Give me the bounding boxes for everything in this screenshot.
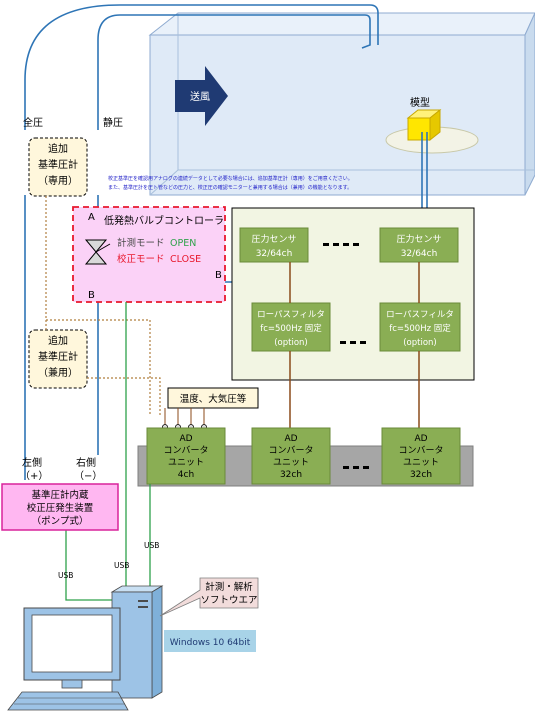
ad-line2: コンバータ [268,445,313,456]
ad-line3: ユニット [168,458,204,468]
pc-keyboard [7,691,129,711]
ad-converter-unit: AD コンバータ ユニット 4ch [146,427,226,485]
ad-line1: AD [284,434,297,444]
usb-label-valve: USB [114,561,129,570]
filter-spec: fc=500Hz 固定 [260,323,322,334]
pressure-sensor: 圧力センサ 32/64ch [239,227,309,263]
env-sensor-box: 温度、大気圧等 [167,387,259,409]
right-side-label: 右側 [76,456,96,469]
note-line-2: また、基準圧計を圧ト管などの圧力と、校正圧の確認モニターと兼用する場合は（兼用）… [108,184,352,191]
calib-mode-state: CLOSE [170,254,201,265]
ref-gauge-shared-line3: （兼用） [38,366,78,379]
usb-label-ad: USB [144,541,159,550]
valve-controller: 低発熱バルブコントローラ 計測モード OPEN 校正モード CLOSE [72,206,226,303]
left-sign-label: （+） [20,470,48,482]
pressure-sensor-channels: 32/64ch [401,249,438,259]
total-pressure-label: 全圧 [23,116,43,129]
ad-channels: 32ch [280,470,302,480]
point-b-left-label: B [88,290,95,301]
left-side-label: 左側 [22,456,42,469]
ad-ellipsis [343,466,369,469]
model-label: 模型 [410,96,430,109]
measure-mode-label: 計測モード [117,237,165,249]
signal-links [289,262,420,428]
pressure-sensor-name: 圧力センサ [396,233,441,245]
usb-label-calibrator: USB [58,571,73,580]
point-a-label: A [88,212,95,223]
ref-gauge-dedicated-line2: 基準圧計 [38,158,78,171]
os-label: Windows 10 64bit [170,638,251,648]
ad-line2: コンバータ [163,445,208,456]
right-sign-label: （−） [74,470,102,482]
airflow-label: 送風 [190,90,210,103]
ad-line2: コンバータ [398,445,443,456]
note-line-1: 校正基準圧を確認用アナログの連続データとして必要な場合には、追加基準圧計（専用）… [108,175,353,182]
ref-gauge-shared-line2: 基準圧計 [38,350,78,363]
measure-mode-state: OPEN [170,238,196,249]
ref-gauge-shared: 追加 基準圧計 （兼用） [28,329,88,389]
airflow-arrow [175,66,228,126]
computer [7,585,164,711]
env-links [164,408,205,428]
pressure-sensor-channels: 32/64ch [256,249,293,259]
sensor-ellipsis [323,243,359,246]
filter-option: (option) [274,338,308,348]
point-b-right-label: B [215,270,222,281]
env-sensor-label: 温度、大気圧等 [180,393,247,405]
ad-converter-unit: AD コンバータ ユニット 32ch [251,427,331,485]
calib-mode-label: 校正モード [117,253,165,265]
os-badge: Windows 10 64bit [164,630,256,652]
model-cube [406,108,442,142]
lowpass-filter: ローパスフィルタ fc=500Hz 固定 (option) [251,302,331,352]
lowpass-filter: ローパスフィルタ fc=500Hz 固定 (option) [379,302,461,352]
ad-line1: AD [414,434,427,444]
pressure-calibrator: 基準圧計内蔵 校正圧発生装置 （ポンプ式） [1,483,119,531]
usb-lines [65,302,151,601]
valve-controller-title: 低発熱バルブコントローラ [104,214,224,227]
filter-option: (option) [403,338,437,348]
pc-monitor [23,607,121,689]
static-pressure-label: 静圧 [103,116,123,129]
ref-gauge-dedicated-line1: 追加 [48,142,68,155]
ref-gauge-dedicated: 追加 基準圧計 （専用） [28,137,88,197]
filter-ellipsis [340,341,366,344]
software-line1: 計測・解析 [205,581,253,593]
ad-converter-unit: AD コンバータ ユニット 32ch [381,427,461,485]
filter-name: ローパスフィルタ [257,310,325,320]
software-callout: 計測・解析 ソフトウエア [159,577,259,617]
ref-gauge-shared-line1: 追加 [48,334,68,347]
ad-channels: 32ch [410,470,432,480]
filter-spec: fc=500Hz 固定 [389,323,451,334]
ad-line3: ユニット [403,458,439,468]
calibrator-line2: 校正圧発生装置 [27,502,94,514]
ad-channels: 4ch [178,470,194,480]
calibrator-line3: （ポンプ式） [32,515,89,527]
wind-tunnel [148,12,535,196]
valve-icon [84,239,111,265]
pressure-sensor-name: 圧力センサ [251,233,296,245]
calibrator-line1: 基準圧計内蔵 [31,489,89,501]
pressure-sensor: 圧力センサ 32/64ch [379,227,459,263]
ad-line3: ユニット [273,458,309,468]
software-line2: ソフトウエア [200,595,257,606]
filter-name: ローパスフィルタ [386,310,454,320]
dashed-signal-lines [45,196,161,415]
ad-line1: AD [179,434,192,444]
ref-gauge-dedicated-line3: （専用） [38,175,78,187]
